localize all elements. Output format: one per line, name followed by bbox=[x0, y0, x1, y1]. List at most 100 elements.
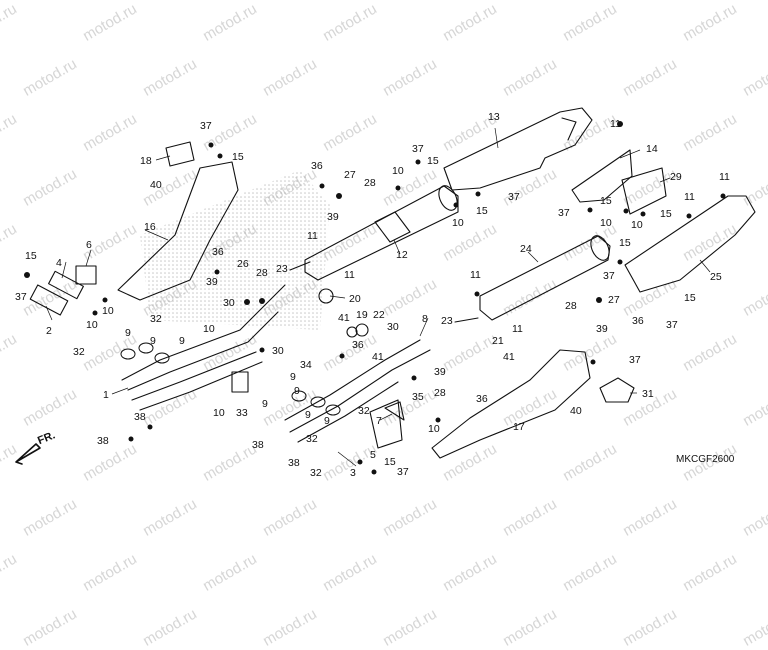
callout-9: 9 bbox=[179, 335, 185, 347]
callout-10: 10 bbox=[452, 217, 464, 229]
callout-15: 15 bbox=[384, 456, 396, 468]
callout-6: 6 bbox=[86, 239, 92, 251]
joint-4 bbox=[48, 270, 84, 300]
callout-30: 30 bbox=[223, 297, 235, 309]
callout-10: 10 bbox=[392, 165, 404, 177]
watermark-text: motod.ru bbox=[620, 605, 680, 650]
callout-34: 34 bbox=[300, 359, 312, 371]
callout-27: 27 bbox=[608, 294, 620, 306]
callout-4: 4 bbox=[56, 257, 62, 269]
pipe-23-left bbox=[289, 261, 311, 271]
front-arrow bbox=[15, 443, 41, 465]
cover-7 bbox=[369, 399, 403, 449]
watermark-text: motod.ru bbox=[20, 605, 80, 650]
callout-15: 15 bbox=[427, 155, 439, 167]
callout-10: 10 bbox=[428, 423, 440, 435]
muffler-cover-25 bbox=[624, 195, 756, 293]
callout-15: 15 bbox=[660, 208, 672, 220]
joint-6 bbox=[75, 265, 97, 285]
callout-36: 36 bbox=[352, 339, 364, 351]
callout-36: 36 bbox=[632, 315, 644, 327]
callout-37: 37 bbox=[603, 270, 615, 282]
callout-32: 32 bbox=[358, 405, 370, 417]
callout-40: 40 bbox=[570, 405, 582, 417]
callout-10: 10 bbox=[102, 305, 114, 317]
callout-11: 11 bbox=[719, 171, 730, 183]
callout-15: 15 bbox=[25, 250, 37, 262]
callout-11: 11 bbox=[512, 323, 523, 335]
watermark-text: motod.ru bbox=[260, 605, 320, 650]
callout-37: 37 bbox=[629, 354, 641, 366]
callout-37: 37 bbox=[508, 191, 520, 203]
callout-37: 37 bbox=[558, 207, 570, 219]
heat-shield-upper bbox=[443, 107, 593, 191]
callout-28: 28 bbox=[565, 300, 577, 312]
callout-28: 28 bbox=[434, 387, 446, 399]
callout-39: 39 bbox=[434, 366, 446, 378]
callout-10: 10 bbox=[213, 407, 225, 419]
callout-5: 5 bbox=[370, 449, 376, 461]
heat-shield-17 bbox=[431, 349, 591, 459]
callout-28: 28 bbox=[256, 267, 268, 279]
callout-39: 39 bbox=[327, 211, 339, 223]
callout-39: 39 bbox=[206, 276, 218, 288]
callout-37: 37 bbox=[412, 143, 424, 155]
callout-8: 8 bbox=[422, 313, 428, 325]
callout-19: 19 bbox=[356, 309, 368, 321]
callout-12: 12 bbox=[396, 249, 408, 261]
exhaust-pipe-3 bbox=[284, 339, 421, 421]
callout-41: 41 bbox=[372, 351, 384, 363]
callout-3: 3 bbox=[350, 467, 356, 479]
callout-30: 30 bbox=[272, 345, 284, 357]
callout-23: 23 bbox=[441, 315, 453, 327]
spring-20 bbox=[318, 288, 334, 304]
diagram-code: MKCGF2600 bbox=[676, 454, 735, 465]
callout-9: 9 bbox=[125, 327, 131, 339]
callout-9: 9 bbox=[150, 335, 156, 347]
callout-32: 32 bbox=[306, 433, 318, 445]
callout-28: 28 bbox=[364, 177, 376, 189]
callout-32: 32 bbox=[310, 467, 322, 479]
callout-9: 9 bbox=[290, 371, 296, 383]
callout-18: 18 bbox=[140, 155, 152, 167]
callout-37: 37 bbox=[200, 120, 212, 132]
cover-31 bbox=[599, 377, 635, 403]
background-logo-pattern bbox=[140, 170, 330, 330]
callout-37: 37 bbox=[15, 291, 27, 303]
callout-33: 33 bbox=[236, 407, 248, 419]
callout-9: 9 bbox=[262, 398, 268, 410]
cap-22 bbox=[346, 326, 358, 338]
callout-36: 36 bbox=[476, 393, 488, 405]
exhaust-pipe-1 bbox=[121, 284, 286, 381]
callout-36: 36 bbox=[311, 160, 323, 172]
callout-7: 7 bbox=[376, 415, 382, 427]
callout-2: 2 bbox=[46, 325, 52, 337]
callout-27: 27 bbox=[344, 169, 356, 181]
callout-16: 16 bbox=[144, 221, 156, 233]
callout-14: 14 bbox=[646, 143, 658, 155]
callout-35: 35 bbox=[412, 391, 424, 403]
callout-11: 11 bbox=[344, 269, 355, 281]
callout-11: 11 bbox=[470, 269, 481, 281]
callout-15: 15 bbox=[232, 151, 244, 163]
callout-9: 9 bbox=[305, 409, 311, 421]
callout-30: 30 bbox=[387, 321, 399, 333]
bracket-33 bbox=[231, 371, 249, 393]
callout-29: 29 bbox=[670, 171, 682, 183]
watermark-text: motod.ru bbox=[380, 605, 440, 650]
callout-24: 24 bbox=[520, 243, 532, 255]
callout-20: 20 bbox=[349, 293, 361, 305]
callout-37: 37 bbox=[397, 466, 409, 478]
callout-32: 32 bbox=[150, 313, 162, 325]
callout-10: 10 bbox=[631, 219, 643, 231]
callout-17: 17 bbox=[513, 421, 525, 433]
muffler-12 bbox=[304, 185, 459, 281]
callout-39: 39 bbox=[596, 323, 608, 335]
callout-11: 11 bbox=[610, 118, 621, 130]
muffler-24 bbox=[479, 235, 611, 321]
callout-31: 31 bbox=[642, 388, 654, 400]
callout-38: 38 bbox=[134, 411, 146, 423]
callout-21: 21 bbox=[492, 335, 504, 347]
